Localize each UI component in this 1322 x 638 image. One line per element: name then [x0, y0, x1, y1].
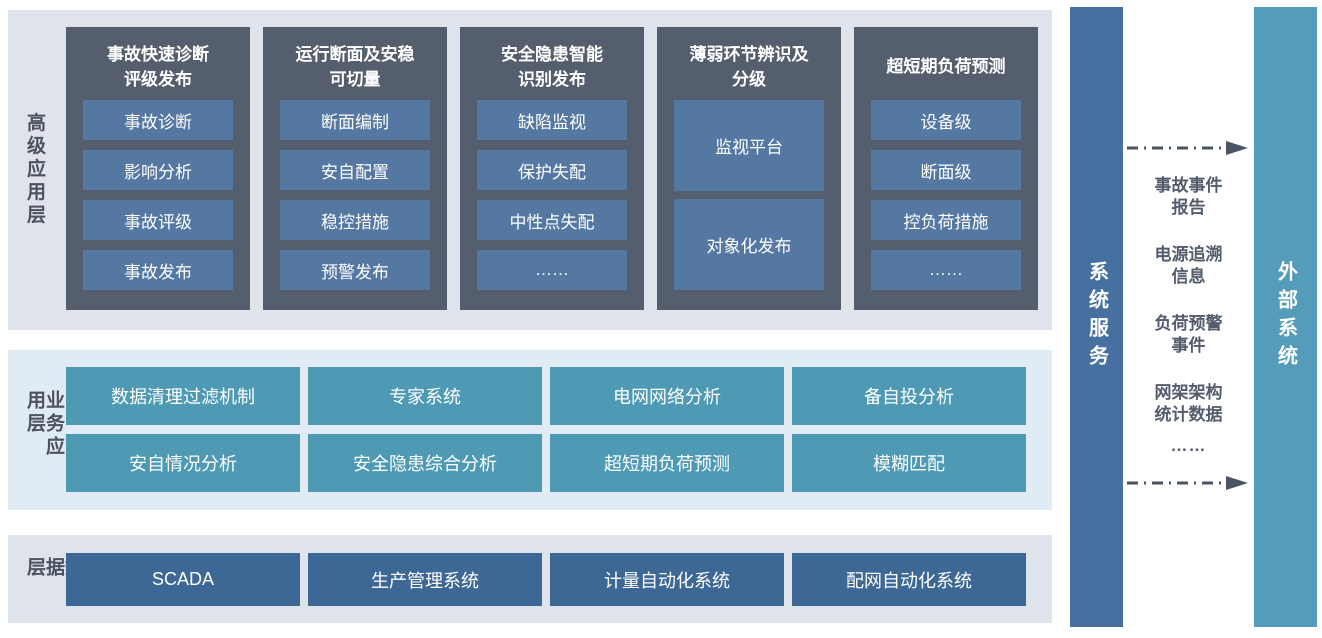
column-header: 运行断面及安稳 可切量 [295, 44, 415, 89]
business-layer-label: 业务应用层 [24, 390, 64, 459]
app-item: 稳控措施 [280, 200, 430, 240]
external-system-bar: 外部系统 [1254, 7, 1317, 627]
business-application-layer-panel: 业务应用层 数据清理过滤机制 专家系统 电网网络分析 备自投分析 安自情况分析 … [8, 350, 1052, 510]
column-items: 缺陷监视 保护失配 中性点失配 …… [477, 100, 627, 290]
business-item: 安全隐患综合分析 [308, 434, 542, 492]
business-item: 模糊匹配 [792, 434, 1026, 492]
app-item: 保护失配 [477, 150, 627, 190]
app-item: 预警发布 [280, 250, 430, 290]
app-item: 事故评级 [83, 200, 233, 240]
column-items: 设备级 断面级 控负荷措施 …… [871, 100, 1021, 290]
data-source-item: 生产管理系统 [308, 553, 542, 606]
column-header: 安全隐患智能 识别发布 [501, 44, 603, 89]
business-item: 电网网络分析 [550, 367, 784, 425]
exchange-item: 电源追溯 信息 [1154, 245, 1223, 286]
column-operation-section: 运行断面及安稳 可切量 断面编制 安自配置 稳控措施 预警发布 [263, 27, 447, 310]
app-item: 设备级 [871, 100, 1021, 140]
data-source-item: 计量自动化系统 [550, 553, 784, 606]
app-item: 事故诊断 [83, 100, 233, 140]
app-item: 缺陷监视 [477, 100, 627, 140]
column-items: 事故诊断 影响分析 事故评级 事故发布 [83, 100, 233, 290]
column-items: 监视平台 对象化发布 [674, 100, 824, 290]
advanced-layer-label: 高级应用层 [24, 112, 45, 228]
business-grid: 数据清理过滤机制 专家系统 电网网络分析 备自投分析 安自情况分析 安全隐患综合… [66, 367, 1026, 492]
column-header: 薄弱环节辨识及 分级 [689, 44, 809, 89]
column-items: 断面编制 安自配置 稳控措施 预警发布 [280, 100, 430, 290]
business-item: 安自情况分析 [66, 434, 300, 492]
data-source-item: SCADA [66, 553, 300, 606]
system-service-label: 系统服务 [1085, 261, 1108, 373]
exchange-item: 网架架构 统计数据 [1154, 383, 1223, 424]
advanced-application-layer-panel: 高级应用层 事故快速诊断 评级发布 事故诊断 影响分析 事故评级 事故发布 运行… [8, 10, 1052, 330]
business-item: 备自投分析 [792, 367, 1026, 425]
app-item: 事故发布 [83, 250, 233, 290]
app-item: 中性点失配 [477, 200, 627, 240]
column-load-forecast: 超短期负荷预测 设备级 断面级 控负荷措施 …… [854, 27, 1038, 310]
exchange-ellipsis: …… [1170, 436, 1207, 455]
exchange-list: 事故事件 报告 电源追溯 信息 负荷预警 事件 网架架构 统计数据 …… [1123, 175, 1254, 457]
column-hidden-danger: 安全隐患智能 识别发布 缺陷监视 保护失配 中性点失配 …… [460, 27, 644, 310]
app-item: 对象化发布 [674, 199, 824, 290]
dash-dot-arrow-icon [1127, 141, 1248, 155]
app-item: 监视平台 [674, 100, 824, 191]
exchange-item: 负荷预警 事件 [1154, 314, 1223, 355]
app-item: …… [871, 250, 1021, 290]
dash-dot-arrow-icon [1127, 476, 1248, 490]
business-item: 数据清理过滤机制 [66, 367, 300, 425]
app-item: 控负荷措施 [871, 200, 1021, 240]
business-item: 专家系统 [308, 367, 542, 425]
app-item: …… [477, 250, 627, 290]
column-accident-diagnosis: 事故快速诊断 评级发布 事故诊断 影响分析 事故评级 事故发布 [66, 27, 250, 310]
external-system-label: 外部系统 [1274, 261, 1297, 373]
column-header: 超短期负荷预测 [886, 57, 1006, 77]
app-item: 影响分析 [83, 150, 233, 190]
data-grid: SCADA 生产管理系统 计量自动化系统 配网自动化系统 [66, 553, 1026, 606]
exchange-zone: 事故事件 报告 电源追溯 信息 负荷预警 事件 网架架构 统计数据 …… [1123, 7, 1254, 627]
column-weak-link: 薄弱环节辨识及 分级 监视平台 对象化发布 [657, 27, 841, 310]
system-service-bar: 系统服务 [1070, 7, 1123, 627]
exchange-item: 事故事件 报告 [1154, 176, 1223, 217]
app-item: 断面级 [871, 150, 1021, 190]
app-item: 安自配置 [280, 150, 430, 190]
data-source-item: 配网自动化系统 [792, 553, 1026, 606]
data-layer-panel: 数据层 SCADA 生产管理系统 计量自动化系统 配网自动化系统 [8, 535, 1052, 623]
column-header: 事故快速诊断 评级发布 [107, 44, 209, 89]
business-item: 超短期负荷预测 [550, 434, 784, 492]
advanced-columns: 事故快速诊断 评级发布 事故诊断 影响分析 事故评级 事故发布 运行断面及安稳 … [66, 27, 1038, 310]
app-item: 断面编制 [280, 100, 430, 140]
